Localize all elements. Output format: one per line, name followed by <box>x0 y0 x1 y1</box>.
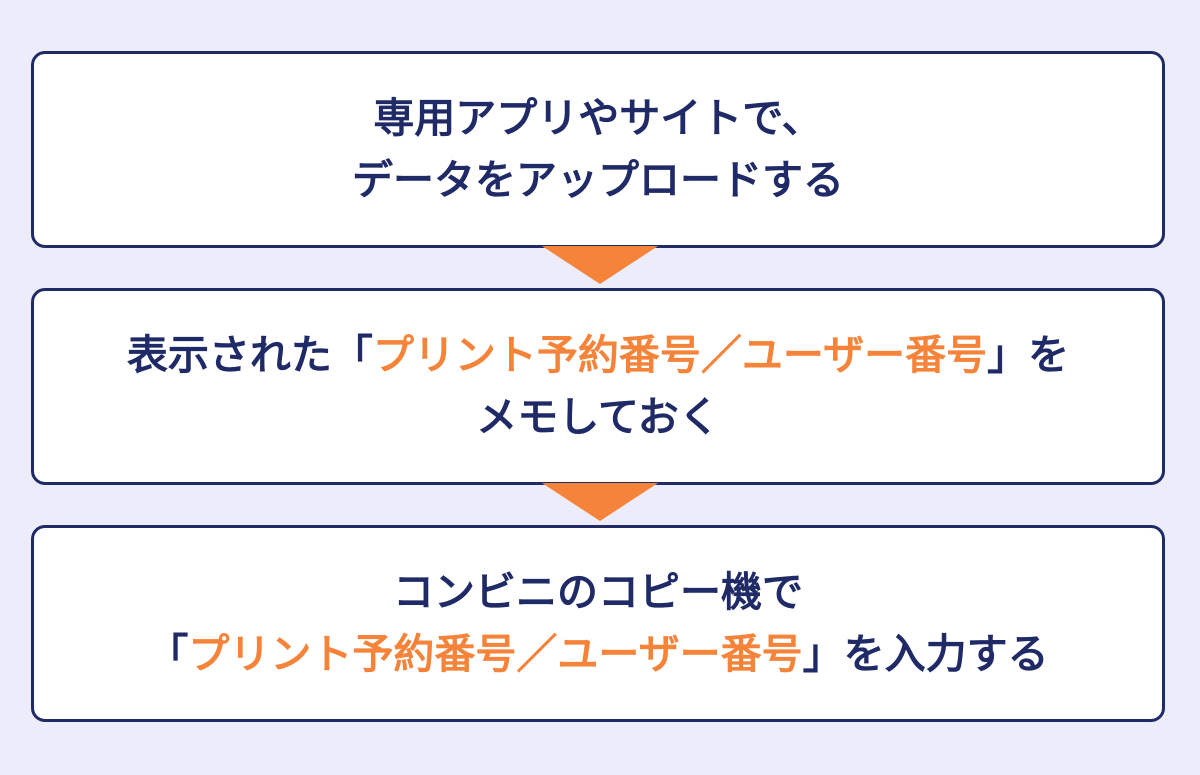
step-2-line-1-suffix: 」を <box>987 331 1070 379</box>
step-2-highlight-number: プリント予約番号／ユーザー番号 <box>372 331 988 379</box>
step-3-line-1: コンビニのコピー機で <box>393 568 803 616</box>
step-2-line-1-prefix: 表示された「 <box>126 331 373 379</box>
step-2-box: 表示された「プリント予約番号／ユーザー番号」を メモしておく <box>31 288 1165 485</box>
step-2-line-2: メモしておく <box>476 392 720 441</box>
step-3-highlight-number: プリント予約番号／ユーザー番号 <box>188 629 803 678</box>
step-1-line-2: データをアップロードする <box>352 155 844 204</box>
step-3-line-2: 「プリント予約番号／ユーザー番号」を入力する <box>147 624 1048 686</box>
step-3-line-2-prefix: 「 <box>147 629 189 678</box>
step-2-line-1: 表示された「プリント予約番号／ユーザー番号」を <box>127 325 1069 387</box>
down-arrow-icon <box>542 483 658 521</box>
step-3-box: コンビニのコピー機で 「プリント予約番号／ユーザー番号」を入力する <box>31 525 1165 722</box>
step-1-line-1: 専用アプリやサイトで、 <box>373 94 823 142</box>
step-1-box: 専用アプリやサイトで、 データをアップロードする <box>31 51 1165 248</box>
down-arrow-icon <box>542 246 658 284</box>
step-3-line-2-suffix: 」を入力する <box>802 629 1049 678</box>
